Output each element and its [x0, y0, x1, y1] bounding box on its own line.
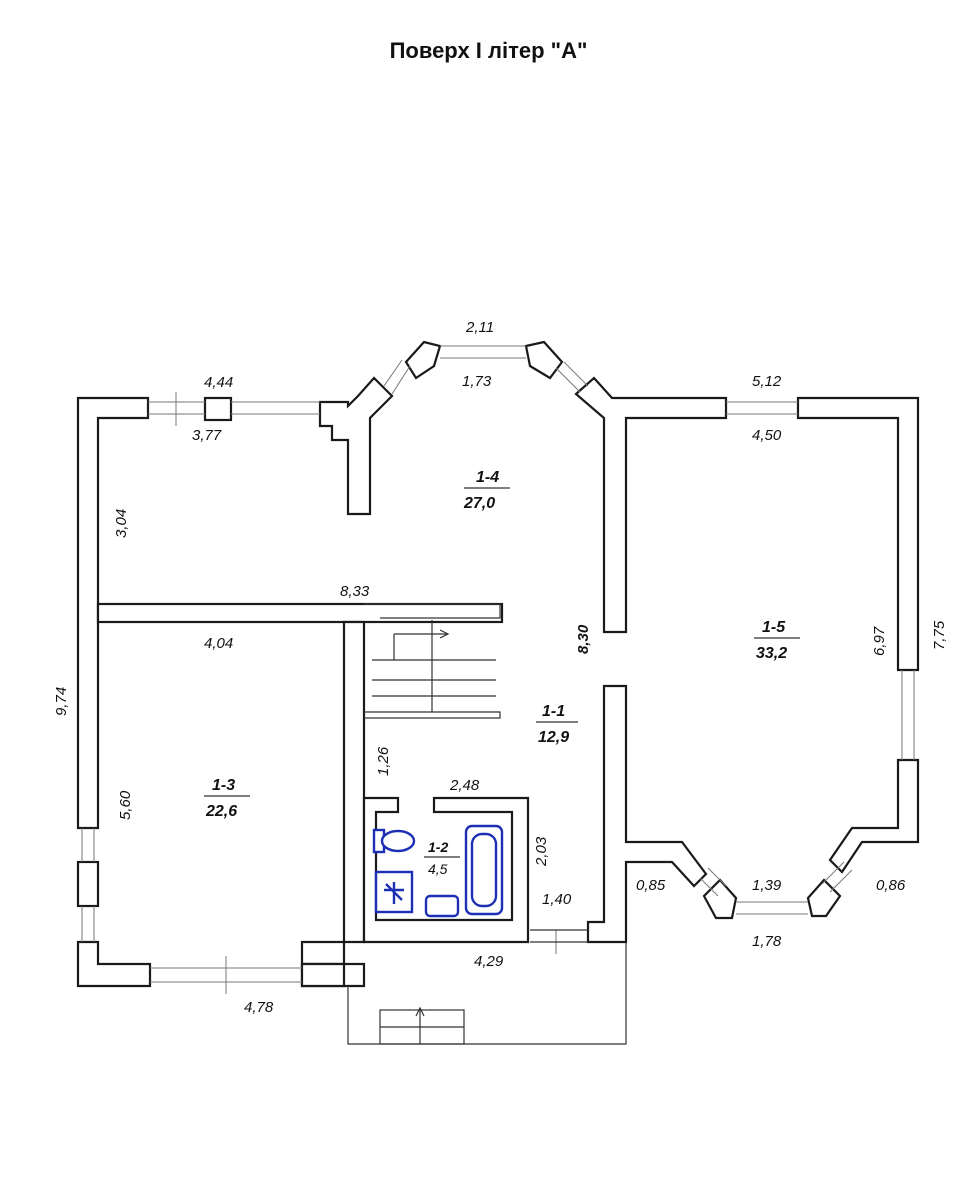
room-1-5: 1-5 33,2 — [754, 619, 800, 662]
bathroom-fixtures — [372, 824, 504, 918]
room-1-4: 1-4 27,0 — [463, 469, 510, 512]
wall-top-right-section — [574, 376, 728, 634]
sink-icon — [424, 894, 460, 918]
room-labels: 1-4 27,0 1-5 33,2 1-1 12,9 1-3 22,6 1-2 — [204, 469, 800, 877]
dim-label: 5,12 — [752, 373, 782, 390]
wall-bathroom — [362, 796, 530, 944]
room-1-2: 1-2 4,5 — [424, 839, 460, 877]
room-1-1: 1-1 12,9 — [536, 703, 578, 746]
room-area: 12,9 — [538, 729, 569, 746]
wall-bay-bottom-right — [806, 878, 842, 918]
room-number: 1-1 — [542, 703, 565, 720]
room-number: 1-3 — [212, 777, 235, 794]
room-number: 1-2 — [428, 839, 448, 855]
dim-label: 0,85 — [636, 877, 666, 894]
page-title: Поверх I літер "А" — [389, 38, 588, 63]
dim-label: 3,04 — [113, 509, 130, 538]
wall-pier-left — [76, 860, 100, 908]
room-1-3: 1-3 22,6 — [204, 777, 250, 820]
wall-pier-top — [203, 396, 233, 422]
wall-bay-top-right — [524, 340, 564, 380]
dim-label: 7,75 — [931, 620, 948, 650]
wall-left-top — [76, 396, 150, 830]
dim-label: 4,44 — [204, 374, 233, 391]
dim-label: 2,03 — [533, 836, 550, 867]
room-area: 27,0 — [463, 495, 495, 512]
wall-bay-top-left — [404, 340, 442, 380]
room-area: 33,2 — [756, 645, 787, 662]
dim-label: 4,29 — [474, 953, 504, 970]
dim-label: 8,30 — [575, 624, 592, 654]
shower-drain-icon — [384, 882, 404, 904]
dim-label: 4,04 — [204, 635, 233, 652]
bathtub-inner-icon — [470, 832, 498, 908]
dim-label: 2,48 — [449, 777, 480, 794]
wall-right-top — [796, 396, 920, 672]
wall-horizontal-middle — [96, 602, 504, 624]
wall-vertical-1-3 — [300, 620, 366, 988]
dim-label: 5,60 — [117, 790, 134, 820]
wall-column-top — [318, 376, 394, 516]
dim-label: 3,77 — [192, 427, 222, 444]
dim-label: 8,33 — [340, 583, 370, 600]
room-area: 22,6 — [205, 803, 237, 820]
room-number: 1-4 — [476, 469, 499, 486]
dim-label: 4,78 — [244, 999, 274, 1016]
room-number: 1-5 — [762, 619, 786, 636]
entrance-porch — [347, 929, 627, 1045]
dim-label: 9,74 — [53, 687, 70, 716]
dim-label: 6,97 — [871, 626, 888, 656]
dim-label: 1,73 — [462, 373, 492, 390]
dim-label: 2,11 — [465, 319, 494, 336]
wall-center-right-lower — [586, 684, 708, 944]
wall-left-bottom — [76, 940, 152, 988]
windows — [81, 345, 915, 994]
room-area: 4,5 — [428, 861, 448, 877]
staircase — [364, 603, 501, 719]
wall-right-bottom — [828, 758, 920, 874]
dimension-labels: 2,11 1,73 4,44 3,77 5,12 4,50 8,33 4,04 … — [53, 319, 948, 1016]
dim-label: 1,40 — [542, 891, 572, 908]
toilet-bowl-icon — [380, 829, 416, 853]
walls — [76, 340, 920, 988]
dim-label: 4,50 — [752, 427, 782, 444]
dim-label: 1,26 — [375, 746, 392, 776]
wall-bottom-1-3 — [300, 962, 346, 988]
wall-bay-bottom-left — [702, 878, 738, 920]
dim-label: 1,39 — [752, 877, 782, 894]
dim-label: 1,78 — [752, 933, 782, 950]
dim-label: 0,86 — [876, 877, 906, 894]
